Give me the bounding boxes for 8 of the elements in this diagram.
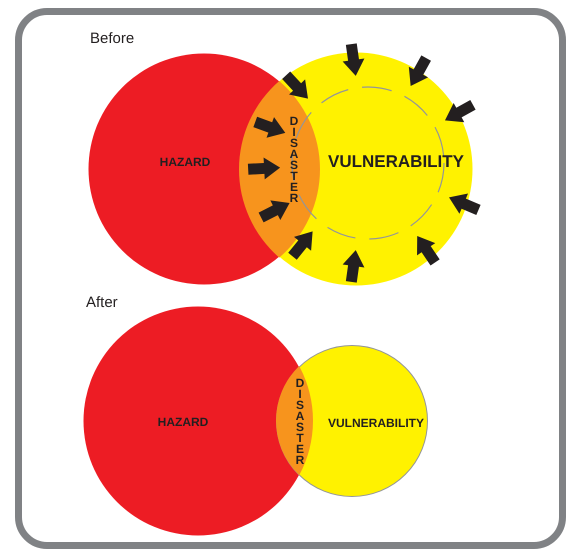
- region-label: DISASTER: [294, 376, 306, 464]
- panel-label: Before: [90, 30, 134, 47]
- circle-label: VULNERABILITY: [328, 152, 464, 172]
- region-label: DISASTER: [288, 114, 300, 202]
- circle-label: HAZARD: [158, 415, 208, 429]
- circle-label: VULNERABILITY: [328, 416, 424, 430]
- panel-label: After: [86, 294, 118, 311]
- circle-label: HAZARD: [160, 155, 210, 169]
